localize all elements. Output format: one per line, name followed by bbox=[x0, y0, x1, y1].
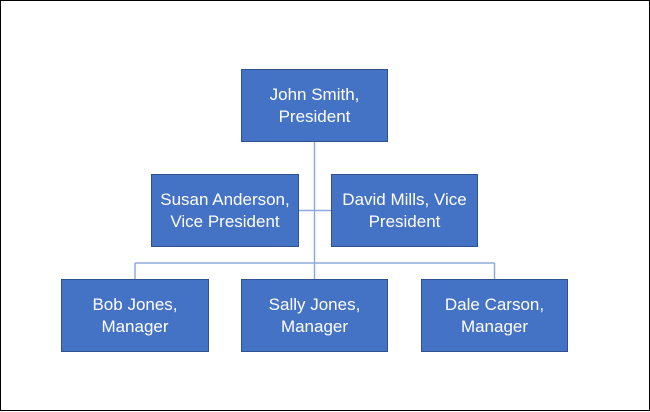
node-vice-president-david-label: David Mills, Vice President bbox=[342, 189, 467, 231]
node-manager-dale[interactable]: Dale Carson, Manager bbox=[421, 279, 568, 352]
node-vice-president-susan-label: Susan Anderson, Vice President bbox=[160, 189, 290, 231]
node-manager-dale-label: Dale Carson, Manager bbox=[444, 294, 545, 336]
node-manager-bob-label: Bob Jones, Manager bbox=[92, 294, 178, 336]
node-vice-president-susan[interactable]: Susan Anderson, Vice President bbox=[151, 174, 299, 247]
node-president-label: John Smith, President bbox=[269, 84, 360, 126]
node-manager-sally-label: Sally Jones, Manager bbox=[268, 294, 361, 336]
node-manager-sally[interactable]: Sally Jones, Manager bbox=[241, 279, 388, 352]
node-president[interactable]: John Smith, President bbox=[241, 69, 388, 142]
node-vice-president-david[interactable]: David Mills, Vice President bbox=[331, 174, 478, 247]
node-manager-bob[interactable]: Bob Jones, Manager bbox=[61, 279, 209, 352]
